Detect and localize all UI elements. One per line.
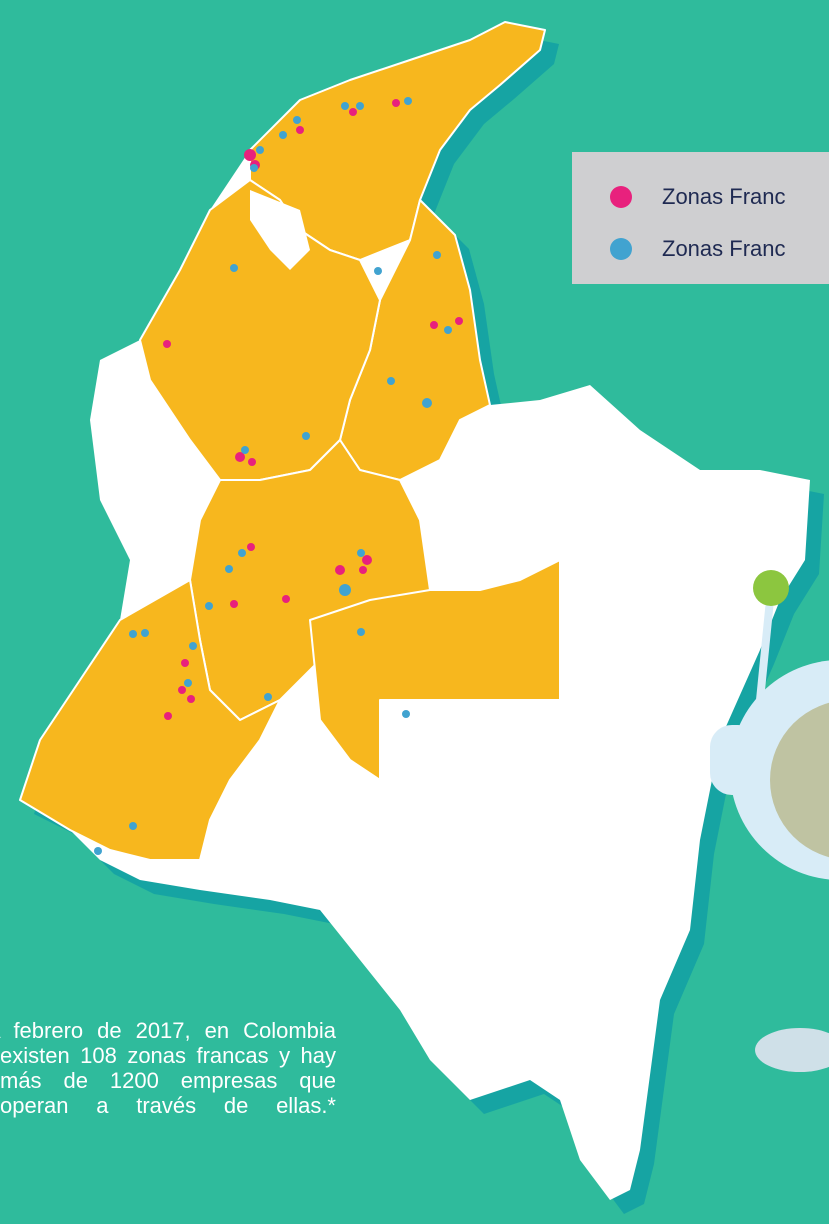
map-marker <box>392 99 400 107</box>
map-marker <box>141 629 149 637</box>
map-marker <box>279 131 287 139</box>
map-marker <box>235 452 245 462</box>
map-marker <box>225 565 233 573</box>
illustration-green-ball <box>753 570 789 606</box>
map-marker <box>296 126 304 134</box>
map-highlighted-regions <box>19 21 561 861</box>
map-marker <box>129 630 137 638</box>
map-marker <box>444 326 452 334</box>
map-gulf <box>250 190 310 270</box>
map-marker <box>248 458 256 466</box>
map-marker <box>230 264 238 272</box>
circle-dot-icon <box>610 238 632 260</box>
map-marker <box>256 146 264 154</box>
map-marker <box>244 149 256 161</box>
illustration-pole <box>756 599 774 701</box>
map-marker <box>302 432 310 440</box>
map-marker <box>230 600 238 608</box>
map-marker <box>374 267 382 275</box>
map-marker <box>349 108 357 116</box>
map-marker <box>129 822 137 830</box>
map-marker <box>178 686 186 694</box>
map-marker <box>164 712 172 720</box>
map-marker <box>184 679 192 687</box>
region-southwest <box>19 579 281 861</box>
region-east <box>309 559 561 781</box>
map-marker <box>189 642 197 650</box>
illustration-globe-inner <box>770 702 829 858</box>
map-marker <box>247 543 255 551</box>
legend-item-blue: Zonas Franc <box>610 234 829 264</box>
legend-item-pink: Zonas Franc <box>610 182 829 212</box>
illustration <box>710 570 829 1072</box>
map-marker <box>387 377 395 385</box>
illustration-cloud <box>755 1028 829 1072</box>
map-marker <box>264 693 272 701</box>
blue-markers <box>94 97 452 855</box>
map-marker <box>205 602 213 610</box>
map-marker <box>359 566 367 574</box>
map-marker <box>238 549 246 557</box>
legend-label: Zonas Franc <box>662 236 786 261</box>
map-marker <box>94 847 102 855</box>
map-marker <box>335 565 345 575</box>
map-marker <box>241 446 249 454</box>
map-marker <box>422 398 432 408</box>
map-legend: Zonas Franc Zonas Franc <box>572 152 829 284</box>
map-marker <box>404 97 412 105</box>
map-marker <box>187 695 195 703</box>
pink-markers <box>163 99 463 720</box>
map-marker <box>455 317 463 325</box>
map-marker <box>181 659 189 667</box>
map-marker <box>293 116 301 124</box>
map-marker <box>163 340 171 348</box>
legend-label: Zonas Franc <box>662 184 786 209</box>
map-marker <box>362 555 372 565</box>
map-marker <box>357 549 365 557</box>
map-marker <box>433 251 441 259</box>
map-marker <box>402 710 410 718</box>
map-marker <box>357 628 365 636</box>
map-marker <box>356 102 364 110</box>
caption-text: A febrero de 2017, en Colombia existen 1… <box>0 1018 336 1118</box>
map-marker <box>282 595 290 603</box>
map-marker <box>339 584 351 596</box>
map-marker <box>250 164 258 172</box>
circle-dot-icon <box>610 186 632 208</box>
illustration-side-ear <box>710 725 760 795</box>
map-marker <box>341 102 349 110</box>
map-marker <box>430 321 438 329</box>
